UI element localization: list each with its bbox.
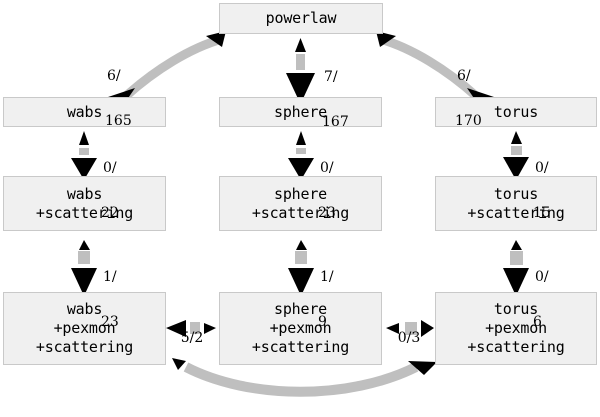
edge-torus-torus_scat — [503, 131, 529, 180]
node-wabs-pexmon-scattering-line-0: wabs — [66, 300, 103, 318]
edge-label-wabs-pexmon-sphere-pexmon: 5/2 — [172, 298, 212, 378]
node-torus-scattering[interactable]: torus +scattering — [435, 176, 597, 231]
node-torus-line-0: torus — [493, 102, 539, 121]
edge-powerlaw-sphere — [286, 38, 315, 104]
edge-sphere-sphere_scat — [288, 131, 314, 180]
edge-label-powerlaw-sphere-top: 7/ — [324, 69, 338, 85]
edge-label-torus-torus-scattering-bottom: 15 — [533, 205, 551, 221]
edge-label-powerlaw-sphere-bottom: 167 — [322, 114, 349, 130]
node-sphere-pexmon-scattering[interactable]: sphere +pexmon +scattering — [219, 292, 382, 365]
node-torus-pexmon-scattering-line-0: torus — [493, 300, 539, 318]
node-sphere-scattering-line-0: sphere — [274, 184, 327, 203]
edge-label-wabs-scattering-wabs-pexmon-top: 1/ — [103, 269, 117, 285]
edge-wabs-wabs_scat — [71, 131, 97, 180]
node-sphere-pexmon-scattering-line-1: +pexmon — [269, 319, 332, 337]
node-wabs-scattering[interactable]: wabs +scattering — [3, 176, 166, 231]
edge-label-sphere-sphere-scattering-bottom: 23 — [318, 205, 336, 221]
edge-sphere_scat-sphere_pex_scat — [288, 240, 314, 296]
edge-label-wabs-scattering-wabs-pexmon-bottom: 23 — [101, 314, 119, 330]
edge-label-wabs-scattering-wabs-pexmon: 1/ 23 — [101, 240, 141, 360]
edge-label-sphere-pexmon-torus-pexmon: 0/3 — [389, 298, 429, 378]
edge-label-powerlaw-sphere: 7/ 167 — [322, 40, 366, 160]
edge-label-powerlaw-torus-bottom: 170 — [455, 113, 482, 129]
node-sphere-scattering[interactable]: sphere +scattering — [219, 176, 382, 231]
node-sphere-pexmon-scattering-line-0: sphere — [274, 300, 327, 318]
edge-label-powerlaw-wabs-top: 6/ — [107, 68, 121, 84]
node-wabs-pexmon-scattering-line-1: +pexmon — [53, 319, 116, 337]
node-torus-pexmon-scattering-line-1: +pexmon — [485, 319, 547, 337]
edge-label-torus-scattering-torus-pexmon-top: 0/ — [535, 269, 549, 285]
node-torus-scattering-line-0: torus — [493, 184, 539, 203]
edge-label-torus-torus-scattering: 0/ 15 — [533, 131, 573, 251]
edge-label-sphere-pexmon-torus-pexmon-value: 0/3 — [397, 330, 421, 346]
node-sphere-line-0: sphere — [274, 102, 327, 121]
node-torus-scattering-line-1: +scattering — [467, 203, 565, 222]
edge-label-sphere-scattering-sphere-pexmon-top: 1/ — [320, 269, 334, 285]
edge-label-sphere-sphere-scattering-top: 0/ — [320, 160, 334, 176]
node-torus-pexmon-scattering-line-2: +scattering — [467, 338, 565, 356]
node-powerlaw[interactable]: powerlaw — [219, 3, 383, 34]
edge-label-powerlaw-torus-top: 6/ — [457, 68, 471, 84]
edge-label-wabs-wabs-scattering-bottom: 22 — [101, 205, 119, 221]
node-wabs-scattering-line-1: +scattering — [35, 203, 134, 222]
node-wabs-pexmon-scattering-line-2: +scattering — [35, 338, 134, 356]
node-wabs-pexmon-scattering[interactable]: wabs +pexmon +scattering — [3, 292, 166, 365]
edge-label-wabs-pexmon-sphere-pexmon-value: 5/2 — [180, 330, 204, 346]
edge-label-powerlaw-torus: 6/ 170 — [455, 39, 499, 159]
edge-label-wabs-wabs-scattering: 0/ 22 — [101, 131, 141, 251]
edge-wabs_scat-wabs_pex_scat — [71, 240, 97, 296]
node-powerlaw-line-0: powerlaw — [265, 9, 337, 27]
edge-label-sphere-sphere-scattering: 0/ 23 — [318, 131, 358, 251]
edge-label-powerlaw-wabs: 6/ 165 — [105, 39, 149, 159]
edge-label-torus-scattering-torus-pexmon: 0/ 6 — [533, 240, 573, 360]
edge-label-wabs-wabs-scattering-top: 0/ — [103, 160, 117, 176]
node-wabs-line-0: wabs — [66, 102, 103, 121]
node-sphere-scattering-line-1: +scattering — [251, 203, 350, 222]
edge-label-wabs-pexmon-torus-pexmon: 1/6 — [281, 392, 321, 417]
node-wabs-scattering-line-0: wabs — [66, 184, 103, 203]
node-sphere-pexmon-scattering-line-2: +scattering — [251, 338, 350, 356]
edge-label-sphere-scattering-sphere-pexmon: 1/ 9 — [318, 240, 358, 360]
edge-torus_scat-torus_pex_scat — [503, 240, 529, 296]
edge-label-sphere-scattering-sphere-pexmon-bottom: 9 — [318, 314, 327, 330]
edge-label-torus-scattering-torus-pexmon-bottom: 6 — [533, 314, 542, 330]
edge-label-powerlaw-wabs-bottom: 165 — [105, 113, 132, 129]
edge-label-torus-torus-scattering-top: 0/ — [535, 160, 549, 176]
